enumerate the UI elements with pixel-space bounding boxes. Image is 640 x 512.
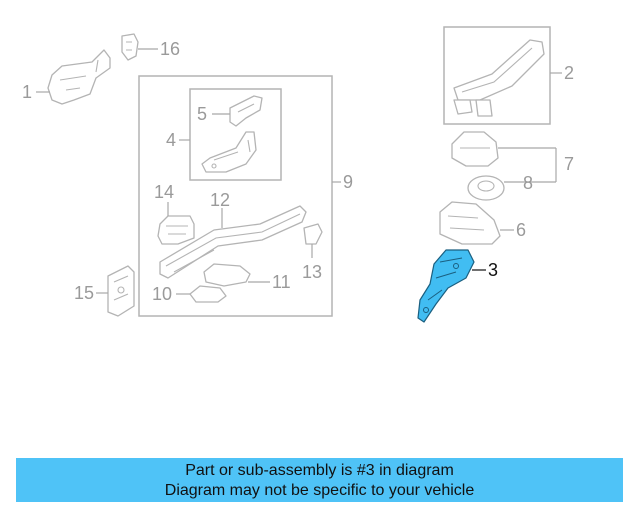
part-12[interactable] [159, 205, 307, 279]
part-4[interactable] [201, 131, 257, 173]
callout-13: 13 [302, 262, 322, 282]
part-6[interactable] [439, 201, 501, 245]
info-banner: Part or sub-assembly is #3 in diagram Di… [16, 458, 623, 502]
callout-8: 8 [523, 173, 533, 193]
parts-diagram: 1 16 5 4 14 12 13 11 [22, 26, 574, 323]
part-1[interactable] [47, 49, 111, 105]
part-16[interactable] [121, 33, 139, 61]
callout-12: 12 [210, 190, 230, 210]
group-box-9 [138, 75, 333, 317]
part-7[interactable] [451, 131, 499, 167]
callout-3: 3 [488, 260, 498, 280]
part-15[interactable] [107, 265, 135, 317]
callout-9: 9 [343, 172, 353, 192]
callout-1: 1 [22, 82, 32, 102]
banner-line-2: Diagram may not be specific to your vehi… [164, 482, 475, 499]
callout-10: 10 [152, 284, 172, 304]
banner-line-1: Part or sub-assembly is #3 in diagram [185, 462, 454, 479]
callout-4: 4 [166, 130, 176, 150]
callout-14: 14 [154, 182, 174, 202]
part-11[interactable] [203, 263, 251, 287]
callout-6: 6 [516, 220, 526, 240]
callout-5: 5 [197, 104, 207, 124]
part-13[interactable] [303, 223, 323, 245]
part-2[interactable] [453, 39, 545, 117]
callout-15: 15 [74, 283, 94, 303]
group-box-4 [189, 88, 282, 181]
callout-16: 16 [160, 39, 180, 59]
part-3-highlighted[interactable] [417, 249, 475, 323]
callout-2: 2 [564, 63, 574, 83]
callout-11: 11 [272, 272, 291, 292]
part-8[interactable] [467, 175, 505, 201]
part-10[interactable] [189, 285, 227, 303]
part-5[interactable] [229, 95, 263, 127]
group-box-2 [443, 26, 551, 125]
callout-7: 7 [564, 154, 574, 174]
part-14[interactable] [157, 215, 195, 245]
